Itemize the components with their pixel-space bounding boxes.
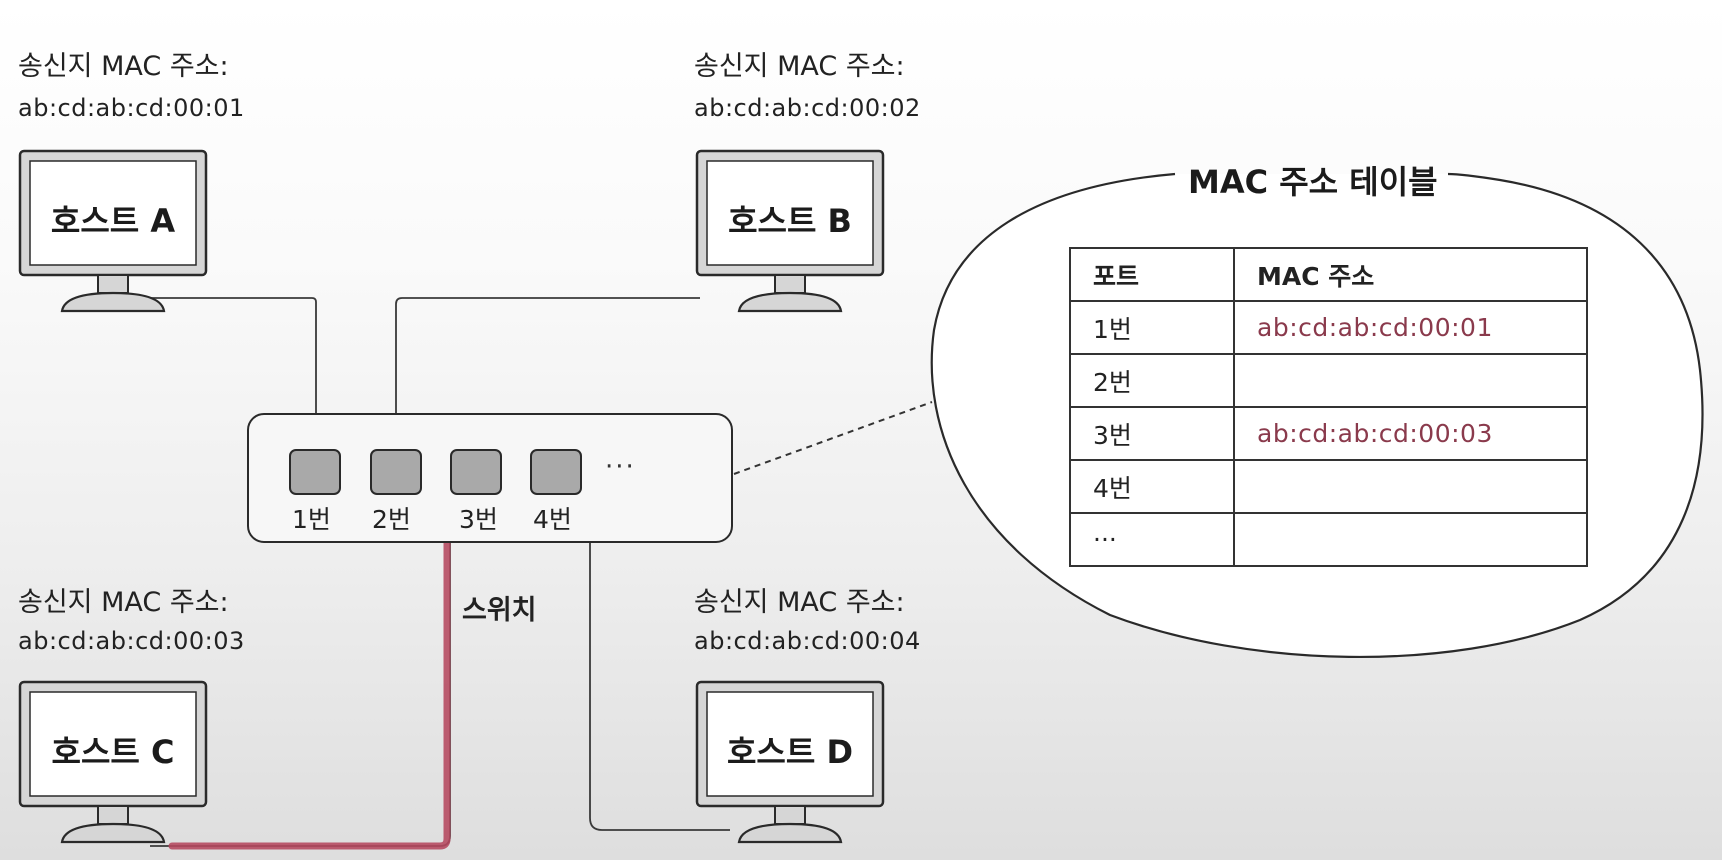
cable-host-b <box>395 297 700 452</box>
row-port: ··· <box>1069 512 1235 567</box>
host-a-name: 호스트 A <box>50 202 176 240</box>
row-mac-address <box>1233 353 1588 408</box>
host-c-source-label: 송신지 MAC 주소: <box>18 587 229 618</box>
table-row: 2번 <box>1069 353 1588 408</box>
header-mac-address: MAC 주소 <box>1233 247 1588 302</box>
host-b-mac: ab:cd:ab:cd:00:02 <box>694 94 921 122</box>
row-mac-address <box>1233 459 1588 514</box>
row-port: 2번 <box>1069 353 1235 408</box>
row-mac-address: ab:cd:ab:cd:00:03 <box>1233 406 1588 461</box>
frame-path-highlight <box>168 504 451 850</box>
port-4-label: 4번 <box>533 505 572 534</box>
host-a-mac: ab:cd:ab:cd:00:01 <box>18 94 245 122</box>
switch-port-2 <box>370 449 422 495</box>
host-c-name: 호스트 C <box>51 733 175 771</box>
switch-port-1 <box>289 449 341 495</box>
host-d-name: 호스트 D <box>726 733 854 771</box>
mac-address-table: 포트 MAC 주소 1번 ab:cd:ab:cd:00:01 2번 3번 ab:… <box>1069 247 1588 567</box>
port-3-label: 3번 <box>459 505 498 534</box>
host-d-source-label: 송신지 MAC 주소: <box>694 587 905 618</box>
table-row: 4번 <box>1069 459 1588 514</box>
host-b-name: 호스트 B <box>728 202 852 240</box>
port-2-label: 2번 <box>372 505 411 534</box>
switch-label: 스위치 <box>462 595 537 626</box>
table-row: 1번 ab:cd:ab:cd:00:01 <box>1069 300 1588 355</box>
port-1-label: 1번 <box>292 505 331 534</box>
host-b-source-label: 송신지 MAC 주소: <box>694 51 905 82</box>
header-port: 포트 <box>1069 247 1235 302</box>
table-row: ··· <box>1069 512 1588 567</box>
table-row: 3번 ab:cd:ab:cd:00:03 <box>1069 406 1588 461</box>
more-ports-ellipsis: ··· <box>605 452 636 482</box>
switch-port-4 <box>530 449 582 495</box>
row-port: 3번 <box>1069 406 1235 461</box>
host-a-source-label: 송신지 MAC 주소: <box>18 51 229 82</box>
row-mac-address <box>1233 512 1588 567</box>
table-header-row: 포트 MAC 주소 <box>1069 247 1588 302</box>
switch-port-3 <box>450 449 502 495</box>
row-port: 1번 <box>1069 300 1235 355</box>
row-port: 4번 <box>1069 459 1235 514</box>
row-mac-address: ab:cd:ab:cd:00:01 <box>1233 300 1588 355</box>
host-c-mac: ab:cd:ab:cd:00:03 <box>18 627 245 655</box>
zoom-connector-line <box>733 401 933 475</box>
cable-host-a <box>150 297 317 452</box>
mac-table-title: MAC 주소 테이블 <box>1188 163 1438 201</box>
host-d-mac: ab:cd:ab:cd:00:04 <box>694 627 921 655</box>
